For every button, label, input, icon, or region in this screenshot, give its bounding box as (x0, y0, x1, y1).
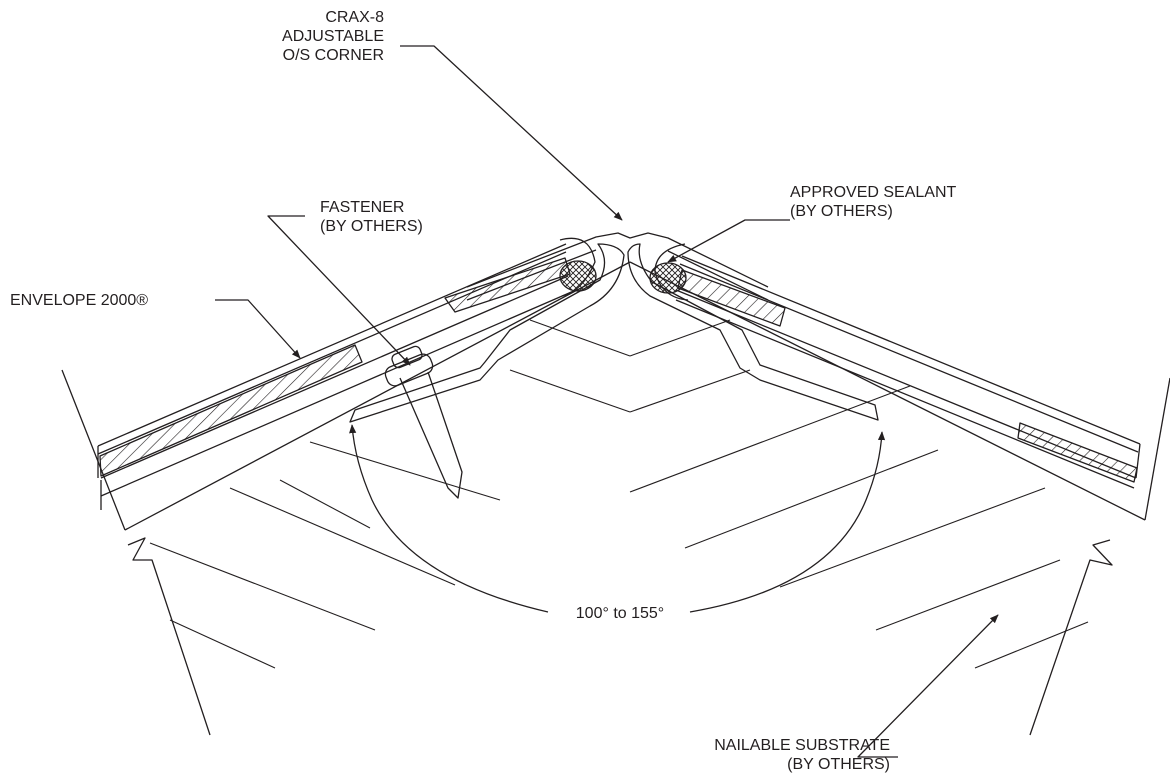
leader-substrate (857, 614, 999, 758)
sealant-bead-left (559, 260, 597, 292)
envelope-panel-left (97, 243, 577, 510)
label-crax-8: CRAX-8 ADJUSTABLE O/S CORNER (250, 8, 384, 65)
label-substrate-line-2: (BY OTHERS) (787, 756, 890, 773)
label-envelope-2000: ENVELOPE 2000® (10, 292, 149, 309)
leader-sealant (667, 219, 790, 263)
substrate-grain-right (629, 319, 1089, 669)
label-fastener-line-1: FASTENER (320, 199, 405, 216)
label-approved-sealant: APPROVED SEALANT (BY OTHERS) (790, 183, 956, 221)
label-substrate-line-1: NAILABLE SUBSTRATE (714, 737, 890, 754)
crax-8-corner-profile (349, 232, 879, 423)
angle-arc-left (349, 424, 549, 613)
label-sealant-line-1: APPROVED SEALANT (790, 184, 957, 201)
sealant-bead-right (649, 262, 687, 294)
label-crax-line-1: CRAX-8 (325, 9, 384, 26)
angle-arc-right (689, 431, 886, 613)
label-fastener: FASTENER (BY OTHERS) (320, 198, 423, 236)
leader-crax (400, 45, 623, 221)
label-fastener-line-2: (BY OTHERS) (320, 218, 423, 235)
label-crax-line-3: O/S CORNER (282, 47, 384, 64)
hatched-strip-right (1017, 422, 1138, 483)
label-crax-line-2: ADJUSTABLE (282, 28, 384, 45)
label-angle-range: 100° to 155° (575, 605, 665, 622)
substrate-outline (61, 261, 1170, 736)
leader-envelope (215, 299, 301, 359)
leader-fastener (267, 215, 411, 366)
label-nailable-substrate: NAILABLE SUBSTRATE (BY OTHERS) (520, 736, 890, 774)
substrate-grain-left (149, 319, 631, 669)
label-sealant-line-2: (BY OTHERS) (790, 203, 893, 220)
hatched-strip-left (99, 344, 363, 477)
